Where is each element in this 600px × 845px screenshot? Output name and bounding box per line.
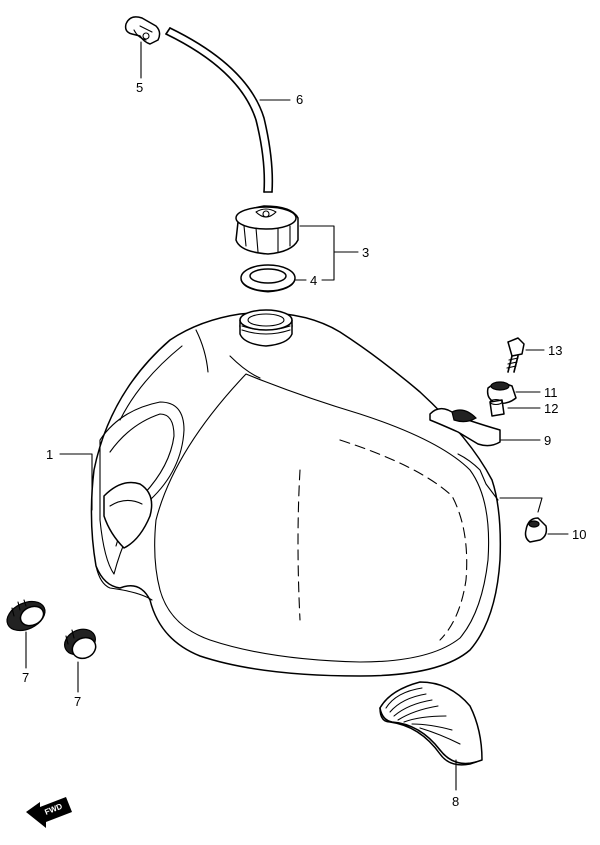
callout-1: 1: [46, 447, 53, 462]
callout-4: 4: [310, 273, 317, 288]
part-3-fuel-cap[interactable]: [235, 205, 299, 255]
callout-9: 9: [544, 433, 551, 448]
callout-7a: 7: [22, 670, 29, 685]
part-4-cap-gasket[interactable]: [240, 264, 296, 293]
part-9-bracket[interactable]: [429, 407, 501, 447]
callout-5: 5: [136, 80, 143, 95]
part-7-cushion-left[interactable]: [2, 596, 49, 636]
part-10-cushion-rubber[interactable]: [524, 517, 548, 543]
part-1-fuel-tank[interactable]: [90, 309, 502, 677]
part-7-cushion-right[interactable]: [60, 624, 99, 662]
callout-10: 10: [572, 527, 586, 542]
callout-11: 11: [544, 385, 558, 400]
callout-12: 12: [544, 401, 558, 416]
leader-lines: [25, 41, 569, 791]
part-12-collar[interactable]: [489, 398, 505, 417]
part-8-cover[interactable]: [379, 681, 483, 766]
callout-labels: 5 6 3 4 1 13 11 12 9 10 7 7 8: [22, 80, 586, 809]
callout-8: 8: [452, 794, 459, 809]
callout-7b: 7: [74, 694, 81, 709]
part-5-hose-clip[interactable]: [124, 16, 161, 45]
callout-6: 6: [296, 92, 303, 107]
callout-13: 13: [548, 343, 562, 358]
part-13-bolt[interactable]: [506, 337, 525, 373]
part-11-cushion[interactable]: [486, 381, 517, 405]
part-6-breather-hose[interactable]: [165, 27, 274, 193]
callout-3: 3: [362, 245, 369, 260]
fwd-arrow: FWD: [26, 797, 72, 828]
